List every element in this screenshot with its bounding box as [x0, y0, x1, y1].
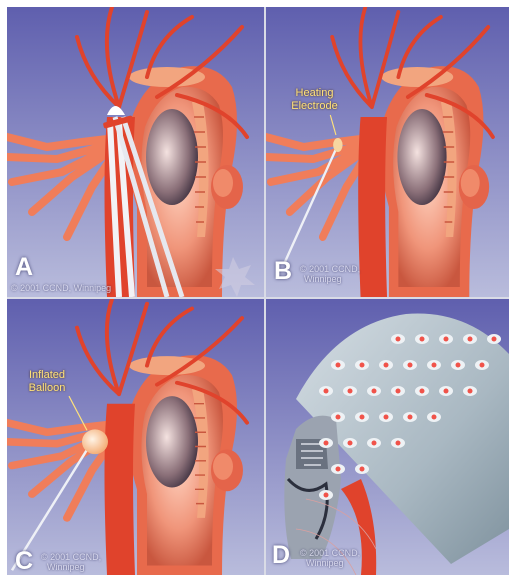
- heating-electrode-label-line2: Electrode: [272, 100, 357, 113]
- electrode-dot: [336, 363, 341, 368]
- electrode-dot: [480, 363, 485, 368]
- inflated-balloon-label: Inflated Balloon: [17, 369, 77, 395]
- electrode-dot: [492, 337, 497, 342]
- heating-electrode-label: Heating Electrode: [272, 87, 357, 113]
- electrode-dot: [468, 337, 473, 342]
- panel-b-illustration: [266, 7, 509, 297]
- electrode-dot: [408, 415, 413, 420]
- electrode-dot: [456, 363, 461, 368]
- electrode-dot: [360, 415, 365, 420]
- electrode-dot: [432, 363, 437, 368]
- panel-b-credit: © 2001 CCND, Winnipeg: [300, 264, 360, 284]
- electrode-dot: [324, 441, 329, 446]
- electrode-dot: [348, 389, 353, 394]
- electrode-dot: [444, 337, 449, 342]
- panel-c: Inflated Balloon C © 2001 CCND, Winnipeg: [7, 299, 264, 575]
- panel-d-credit-line2: Winnipeg: [300, 558, 360, 568]
- electrode-dot: [420, 337, 425, 342]
- panel-d: D © 2001 CCND, Winnipeg: [266, 299, 509, 575]
- electrode-dot: [444, 389, 449, 394]
- electrode-dot: [372, 389, 377, 394]
- electrode-dot: [396, 389, 401, 394]
- panel-c-credit: © 2001 CCND, Winnipeg: [41, 552, 101, 572]
- electrode-dot: [348, 441, 353, 446]
- panel-a-credit: © 2001 CCND, Winnipeg: [11, 283, 111, 293]
- panel-c-credit-line1: © 2001 CCND,: [41, 552, 101, 562]
- panel-b-credit-line1: © 2001 CCND,: [300, 264, 360, 274]
- electrode-dot: [324, 389, 329, 394]
- panel-d-credit-line1: © 2001 CCND,: [300, 548, 360, 558]
- electrode-dot: [336, 415, 341, 420]
- electrode-dot: [360, 363, 365, 368]
- electrode-dot: [420, 389, 425, 394]
- electrode-dot: [408, 363, 413, 368]
- panel-d-letter: D: [272, 543, 290, 568]
- heating-electrode-label-line1: Heating: [272, 87, 357, 100]
- panel-c-credit-line2: Winnipeg: [41, 562, 101, 572]
- panel-b-letter: B: [274, 259, 292, 284]
- panel-b-credit-line2: Winnipeg: [300, 274, 360, 284]
- electrode-dot: [336, 467, 341, 472]
- panel-b: Heating Electrode B © 2001 CCND, Winnipe…: [266, 7, 509, 297]
- electrode-dot: [396, 337, 401, 342]
- electrode-dot: [324, 493, 329, 498]
- electrode-dot: [468, 389, 473, 394]
- figure-grid: A © 2001 CCND, Winnipeg Heating Electrod…: [7, 7, 509, 575]
- panel-a-letter: A: [15, 255, 33, 280]
- panel-d-illustration: [266, 299, 509, 575]
- inflated-balloon-label-line1: Inflated: [17, 369, 77, 382]
- panel-c-letter: C: [15, 549, 33, 574]
- electrode-dot: [360, 467, 365, 472]
- panel-c-illustration: [7, 299, 264, 575]
- electrode-dot: [396, 441, 401, 446]
- inflated-balloon-label-line2: Balloon: [17, 382, 77, 395]
- panel-a-illustration: [7, 7, 264, 297]
- panel-d-credit: © 2001 CCND, Winnipeg: [300, 548, 360, 568]
- electrode-dot: [384, 415, 389, 420]
- electrode-dot: [432, 415, 437, 420]
- electrode-dot: [384, 363, 389, 368]
- electrode-dot: [372, 441, 377, 446]
- panel-a: A © 2001 CCND, Winnipeg: [7, 7, 264, 297]
